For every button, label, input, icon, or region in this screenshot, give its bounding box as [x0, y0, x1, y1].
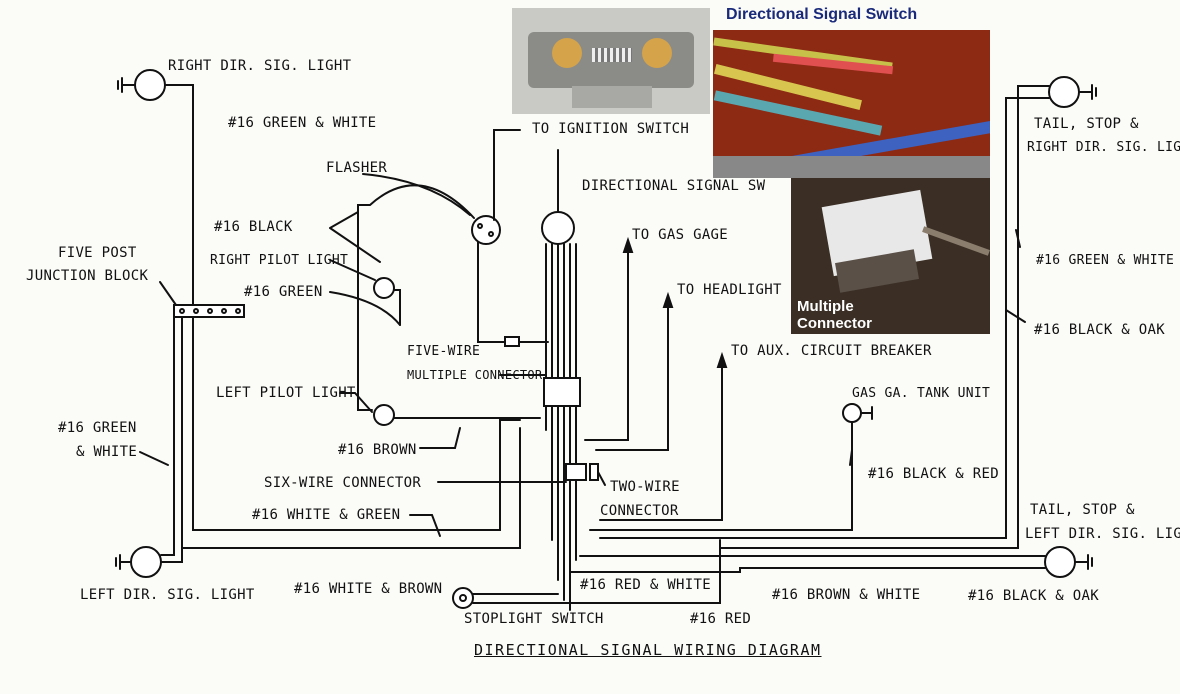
label-right-dir-light: RIGHT DIR. SIG. LIGHT [168, 58, 352, 74]
label-white-brown: #16 WHITE & BROWN [294, 581, 443, 597]
label-green-white-right: #16 GREEN & WHITE [1036, 253, 1175, 268]
label-brown: #16 BROWN [338, 442, 417, 458]
label-to-aux: TO AUX. CIRCUIT BREAKER [731, 343, 932, 359]
label-tail-right-2: RIGHT DIR. SIG. LIGHT [1027, 140, 1180, 155]
label-red-white: #16 RED & WHITE [580, 577, 711, 593]
flasher-unit [471, 215, 501, 245]
label-black-oak-right: #16 BLACK & OAK [1034, 322, 1165, 338]
label-gas-tank: GAS GA. TANK UNIT [852, 386, 991, 401]
label-tail-right-1: TAIL, STOP & [1034, 116, 1139, 132]
right-pilot-lamp [373, 277, 395, 299]
label-black: #16 BLACK [214, 219, 293, 235]
directional-switch [541, 211, 575, 245]
label-stoplight: STOPLIGHT SWITCH [464, 611, 604, 627]
switch-photo [512, 8, 710, 114]
label-green-white-top: #16 GREEN & WHITE [228, 115, 377, 131]
label-black-red: #16 BLACK & RED [868, 466, 999, 482]
label-left-dir-light: LEFT DIR. SIG. LIGHT [80, 587, 255, 603]
label-tail-left-2: LEFT DIR. SIG. LIGHT [1025, 526, 1180, 542]
label-to-gas-gage: TO GAS GAGE [632, 227, 729, 243]
label-green-white-left-1: #16 GREEN [58, 420, 137, 436]
six-wire-connector [565, 463, 587, 481]
left-tail-lamp [1044, 546, 1076, 578]
label-flasher: FLASHER [326, 160, 388, 176]
label-black-oak-bottom: #16 BLACK & OAK [968, 588, 1099, 604]
label-directional-switch: DIRECTIONAL SIGNAL SW [582, 178, 766, 194]
left-pilot-lamp [373, 404, 395, 426]
label-white-green: #16 WHITE & GREEN [252, 507, 401, 523]
label-five-wire-1: FIVE-WIRE [407, 344, 481, 359]
label-six-wire: SIX-WIRE CONNECTOR [264, 475, 422, 491]
diagram-title: DIRECTIONAL SIGNAL WIRING DIAGRAM [474, 641, 822, 659]
label-green-white-left-2: & WHITE [76, 444, 138, 460]
label-five-wire-2: MULTIPLE CONNECTOR [407, 368, 543, 382]
label-five-post-1: FIVE POST [58, 245, 137, 261]
five-wire-connector [543, 377, 581, 407]
label-to-ignition: TO IGNITION SWITCH [532, 121, 690, 137]
connector-photo: Multiple Connector [791, 178, 990, 334]
right-dir-light-lamp [134, 69, 166, 101]
switch-photo-heading: Directional Signal Switch [726, 6, 918, 23]
switch-wiring-photo [713, 30, 990, 178]
stoplight-switch-body [452, 587, 474, 609]
label-to-headlight: TO HEADLIGHT [677, 282, 782, 298]
left-dir-light-lamp [130, 546, 162, 578]
label-two-wire-2: CONNECTOR [600, 503, 679, 519]
gas-tank-unit [842, 403, 862, 423]
label-left-pilot: LEFT PILOT LIGHT [216, 385, 356, 401]
right-tail-lamp [1048, 76, 1080, 108]
label-tail-left-1: TAIL, STOP & [1030, 502, 1135, 518]
two-wire-connector [589, 463, 599, 481]
label-right-pilot: RIGHT PILOT LIGHT [210, 253, 349, 268]
label-brown-white: #16 BROWN & WHITE [772, 587, 921, 603]
label-two-wire-1: TWO-WIRE [610, 479, 680, 495]
label-red: #16 RED [690, 611, 752, 627]
label-green: #16 GREEN [244, 284, 323, 300]
label-five-post-2: JUNCTION BLOCK [26, 268, 149, 284]
connector-photo-caption: Multiple Connector [797, 298, 872, 332]
